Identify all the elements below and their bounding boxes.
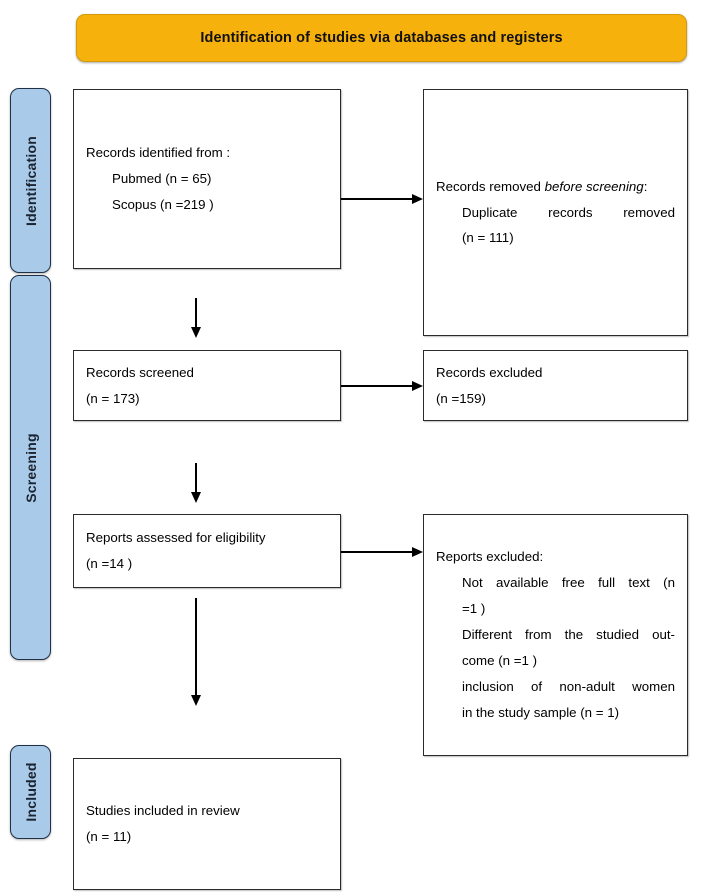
phase-bar-included: Included (10, 745, 51, 839)
phase-label-included: Included (22, 762, 39, 822)
arrow-shaft (195, 298, 197, 327)
reports-assessed-heading: Reports assessed for eligibility (86, 530, 266, 546)
banner-title: Identification of studies via databases … (200, 30, 563, 46)
duplicate-records-count: (n = 111) (462, 230, 514, 246)
box-records-removed-before-screening: Records removed before screening: Duplic… (423, 89, 688, 336)
records-identified-scopus: Scopus (n =219 ) (112, 196, 214, 212)
arrow-head-icon (412, 547, 423, 557)
arrow-shaft (341, 385, 412, 387)
records-removed-heading-plain: Records removed (436, 178, 545, 194)
arrow-shaft (341, 551, 412, 553)
records-screened-heading: Records screened (86, 364, 194, 380)
arrow-head-icon (412, 381, 423, 391)
phase-bar-screening: Screening (10, 275, 51, 660)
phase-label-identification: Identification (22, 135, 39, 226)
reports-excluded-heading: Reports excluded: (436, 549, 544, 565)
box-reports-assessed-for-eligibility: Reports assessed for eligibility (n =14 … (73, 514, 341, 588)
records-identified-heading: Records identified from : (86, 145, 231, 161)
box-records-screened: Records screened (n = 173) (73, 350, 341, 421)
records-excluded-count: (n =159) (436, 390, 486, 406)
studies-included-count: (n = 11) (86, 829, 132, 844)
reports-excluded-reason-1-line-1: Not available free full text (n (462, 575, 675, 591)
reports-excluded-reason-3-line-1: inclusion of non-adult women (462, 678, 675, 694)
records-removed-heading-colon: : (643, 178, 648, 194)
arrow-head-icon (191, 327, 201, 338)
box-records-excluded: Records excluded (n =159) (423, 350, 688, 421)
records-excluded-heading: Records excluded (436, 364, 543, 380)
arrow-head-icon (191, 695, 201, 706)
records-screened-count: (n = 173) (86, 390, 140, 406)
reports-excluded-reason-1-line-2: =1 ) (462, 601, 486, 617)
reports-excluded-reason-3-line-2: in the study sample (n = 1) (462, 704, 620, 720)
phase-bar-identification: Identification (10, 88, 51, 273)
identification-banner: Identification of studies via databases … (76, 14, 687, 62)
reports-excluded-reason-2-line-2: come (n =1 ) (462, 652, 538, 668)
records-identified-pubmed: Pubmed (n = 65) (112, 171, 212, 187)
arrow-head-icon (191, 492, 201, 503)
studies-included-heading: Studies included in review (86, 803, 240, 819)
reports-excluded-reason-2-line-1: Different from the studied out- (462, 627, 675, 643)
arrow-head-icon (412, 194, 423, 204)
box-reports-excluded: Reports excluded: Not available free ful… (423, 514, 688, 756)
arrow-shaft (195, 598, 197, 695)
records-removed-heading-italic: before screening (544, 178, 644, 194)
box-records-identified: Records identified from : Pubmed (n = 65… (73, 89, 341, 269)
reports-assessed-count: (n =14 ) (86, 556, 133, 571)
arrow-shaft (195, 463, 197, 492)
arrow-shaft (341, 198, 412, 200)
box-studies-included: Studies included in review (n = 11) (73, 758, 341, 890)
records-removed-heading: Records removed before screening: (436, 174, 675, 200)
duplicate-records-removed-line: Duplicate records removed (462, 204, 675, 220)
phase-label-screening: Screening (22, 432, 39, 503)
